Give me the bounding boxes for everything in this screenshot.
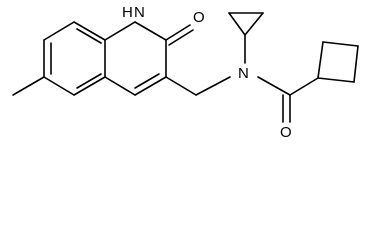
atom-label-n: N [134, 4, 145, 21]
bond [257, 76, 291, 96]
bond [322, 41, 359, 47]
bond [289, 77, 319, 96]
bond [73, 21, 106, 41]
bond [168, 29, 194, 46]
bond [43, 76, 75, 96]
bond [317, 77, 355, 83]
bond [12, 76, 45, 96]
atom-amide-n: N [236, 64, 252, 82]
atom-label-o: O [193, 9, 205, 26]
bond [43, 21, 75, 41]
bond [195, 76, 231, 96]
bond [244, 12, 264, 36]
atom-ketone-o: O [191, 8, 207, 26]
bond [165, 24, 191, 41]
bond [165, 76, 197, 96]
atom-amide-o: O [278, 123, 294, 141]
bond [76, 73, 102, 89]
bond [104, 21, 136, 41]
bond [134, 73, 160, 89]
bond [104, 76, 136, 96]
atom-nh: H N [122, 2, 148, 21]
bond [317, 41, 324, 79]
atom-label-o: O [280, 124, 292, 141]
bond [73, 76, 106, 96]
bond [134, 76, 167, 96]
bond-layer [12, 12, 359, 123]
bond [228, 12, 246, 36]
atom-label-h: H [122, 4, 133, 21]
molecule-diagram: H N O N O [12, 2, 359, 141]
bond [353, 45, 359, 83]
bond [76, 28, 102, 44]
atom-label-n: N [238, 65, 249, 82]
bond [134, 21, 167, 41]
